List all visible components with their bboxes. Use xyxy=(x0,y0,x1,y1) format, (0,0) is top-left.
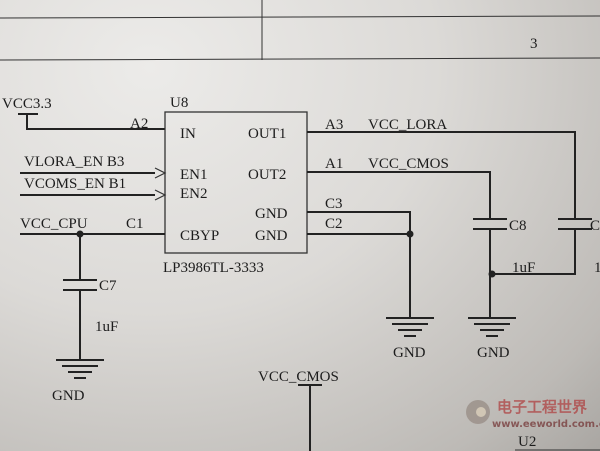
c7-ref: C7 xyxy=(99,278,117,294)
watermark-cn: 电子工程世界 xyxy=(497,398,587,416)
capacitor-c7 xyxy=(63,279,97,291)
watermark-url: www.eeworld.com.cn xyxy=(492,419,600,430)
title-block: 3 xyxy=(0,0,600,61)
pin-a1-label: A1 xyxy=(325,156,343,172)
ground-icon xyxy=(56,359,104,379)
ground-icon xyxy=(386,317,434,337)
pin-a3-label: A3 xyxy=(325,117,343,133)
capacitor-c-right xyxy=(558,218,592,230)
u2-ref: U2 xyxy=(518,434,536,450)
junction-dot xyxy=(76,230,84,238)
pin-a2-label: A2 xyxy=(130,116,148,132)
arrow-icon xyxy=(154,189,167,201)
c8-ref: C8 xyxy=(509,218,527,234)
gnd-wire xyxy=(307,211,411,318)
capacitor-c8 xyxy=(473,218,507,230)
c7-value: 1uF xyxy=(95,319,118,335)
pin-c1-label: C1 xyxy=(126,216,144,232)
vcc33-label: VCC3.3 xyxy=(2,96,52,112)
pin-gnd2: GND xyxy=(255,228,288,244)
bottom-vcc-cmos-label: VCC_CMOS xyxy=(258,369,339,385)
c-right-value: 1 xyxy=(594,260,600,276)
vcoms-en-label: VCOMS_EN B1 xyxy=(24,176,126,192)
vlora-en-label: VLORA_EN B3 xyxy=(24,154,124,170)
vcc33-wire xyxy=(18,113,165,130)
ground-icon xyxy=(468,317,516,337)
pin-c3-label: C3 xyxy=(325,196,343,212)
vcc-lora-wire xyxy=(307,131,576,275)
vcc-cpu-label: VCC_CPU xyxy=(20,216,88,232)
vcc-cmos-wire xyxy=(307,171,491,318)
pin-cbyp: CBYP xyxy=(180,228,219,244)
vcc-lora-label: VCC_LORA xyxy=(368,117,447,133)
watermark-logo-dot xyxy=(476,407,486,417)
arrow-icon xyxy=(154,167,167,179)
gnd-c8-label: GND xyxy=(477,345,510,361)
chip-u8 xyxy=(164,111,308,254)
pin-c2-label: C2 xyxy=(325,216,343,232)
vcc-cmos-label: VCC_CMOS xyxy=(368,156,449,172)
watermark: 电子工程世界 www.eeworld.com.cn xyxy=(466,398,600,430)
pin-out2: OUT2 xyxy=(248,167,286,183)
c8-value: 1uF xyxy=(512,260,535,276)
pin-en1: EN1 xyxy=(180,167,208,183)
pin-out1: OUT1 xyxy=(248,126,286,142)
junction-dot xyxy=(406,230,414,238)
bottom-vcc-cmos-wire xyxy=(298,384,322,451)
junction-dot xyxy=(488,270,496,278)
gnd-c7-label: GND xyxy=(52,388,85,404)
pin-in: IN xyxy=(180,126,196,142)
chip-ref: U8 xyxy=(170,95,188,111)
chip-part: LP3986TL-3333 xyxy=(163,260,264,276)
pin-en2: EN2 xyxy=(180,186,208,202)
sheet-number: 3 xyxy=(530,36,538,52)
gnd-chip-label: GND xyxy=(393,345,426,361)
pin-gnd1: GND xyxy=(255,206,288,222)
c-right-ref: C xyxy=(590,218,600,234)
vcc-cpu-wire xyxy=(20,233,165,360)
